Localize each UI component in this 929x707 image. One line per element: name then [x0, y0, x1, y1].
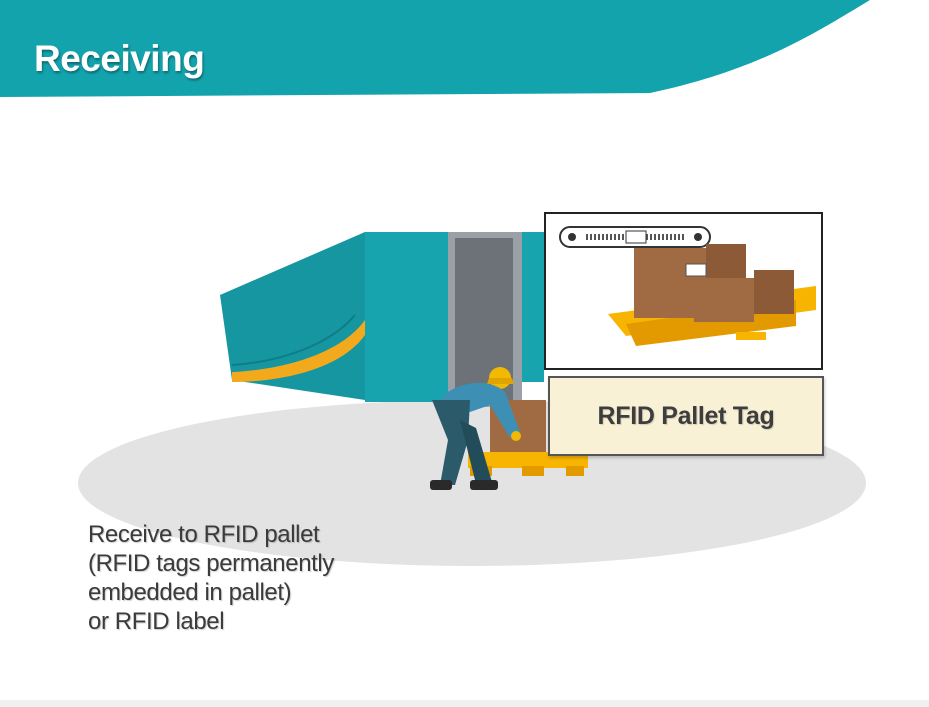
- bottom-strip: [0, 700, 929, 707]
- tag-label: RFID Pallet Tag: [597, 401, 775, 430]
- pallet-tag-inset: [544, 212, 823, 370]
- rfid-pallet-illustration: [559, 226, 816, 346]
- caption-line: (RFID tags permanently: [88, 550, 334, 577]
- header-band: [0, 0, 870, 97]
- caption-line: or RFID label: [88, 608, 225, 635]
- rfid-pallet-tag-callout: RFID Pallet Tag: [548, 376, 824, 456]
- worker-illustration: [430, 367, 521, 490]
- receiving-caption: Receive to RFID pallet (RFID tags perman…: [88, 520, 418, 636]
- rfid-tag-icon: [559, 226, 711, 248]
- caption-line: Receive to RFID pallet: [88, 521, 320, 548]
- truck-illustration: [220, 232, 544, 407]
- caption-line: embedded in pallet): [88, 579, 292, 606]
- pallet-with-boxes: [608, 244, 816, 346]
- page-title: Receiving: [34, 38, 205, 79]
